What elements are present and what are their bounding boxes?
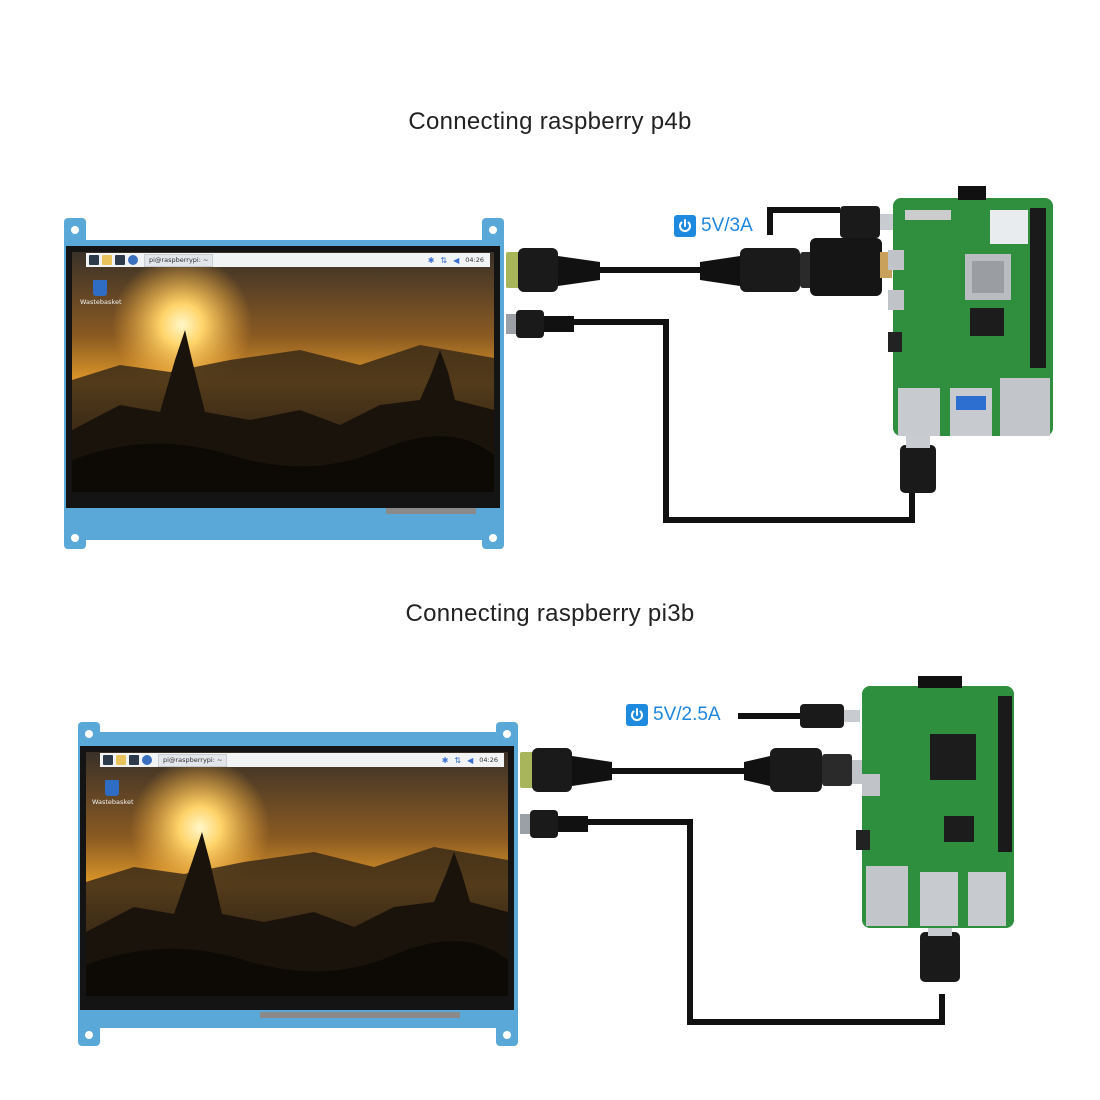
usb-port <box>898 388 940 436</box>
usb-port <box>920 872 958 926</box>
power-spec: 5V/3A <box>674 215 753 237</box>
power-cable <box>767 206 900 238</box>
sun <box>130 758 270 898</box>
taskbar-task[interactable]: pi@raspberrypi: ~ <box>144 253 214 267</box>
section-pi4b: Connecting raspberry p4b <box>64 108 1053 549</box>
hdmi-cable <box>506 238 892 296</box>
mount-tab <box>64 515 86 549</box>
hdmi-cable <box>520 748 872 792</box>
taskbar-clock: 04:26 <box>479 756 498 764</box>
mount-tab <box>78 1012 100 1046</box>
terminal-icon[interactable] <box>89 255 99 265</box>
network-arrows-icon[interactable]: ⇅ <box>454 755 462 765</box>
mount-tab <box>482 515 504 549</box>
audio-jack <box>888 332 902 352</box>
wastebasket-icon <box>105 780 119 796</box>
power-cable <box>738 704 860 728</box>
desktop-taskbar: pi@raspberrypi: ~ ✱ ⇅ ◀ 04:26 <box>100 753 504 767</box>
browser-globe-icon[interactable] <box>128 255 138 265</box>
ethernet-port <box>1000 378 1050 436</box>
usb-cable <box>506 310 936 523</box>
power-spec: 5V/2.5A <box>626 704 721 726</box>
terminal-icon[interactable] <box>129 755 139 765</box>
network-arrows-icon[interactable]: ⇅ <box>440 255 448 265</box>
desktop-taskbar: pi@raspberrypi: ~ ✱ ⇅ ◀ 04:26 <box>86 253 490 267</box>
micro-hdmi-port <box>888 290 904 310</box>
sun <box>112 255 252 395</box>
mount-tab <box>64 218 86 252</box>
taskbar-clock: 04:26 <box>465 256 484 264</box>
terminal-icon[interactable] <box>115 255 125 265</box>
power-spec-text: 5V/2.5A <box>653 704 721 725</box>
soc-chip <box>930 734 976 780</box>
volume-icon[interactable]: ◀ <box>453 255 460 265</box>
ethernet-port <box>866 866 908 926</box>
usb3-port <box>950 388 992 436</box>
connection-diagram <box>64 186 1053 549</box>
connection-diagram <box>78 676 1014 1046</box>
bluetooth-icon[interactable]: ✱ <box>441 755 449 765</box>
folder-icon[interactable] <box>116 755 126 765</box>
section-title: Connecting raspberry pi3b <box>405 600 695 627</box>
desktop-icon[interactable]: Wastebasket <box>92 780 134 806</box>
usb-port <box>968 872 1006 926</box>
hdmi-port <box>862 774 880 796</box>
power-icon <box>626 704 648 726</box>
raspberry-pi-3b-board <box>856 676 1014 928</box>
wastebasket-icon <box>93 280 107 296</box>
micro-hdmi-port <box>888 250 904 270</box>
mount-tab <box>496 1012 518 1046</box>
browser-globe-icon[interactable] <box>142 755 152 765</box>
power-spec-text: 5V/3A <box>701 215 753 236</box>
taskbar-task[interactable]: pi@raspberrypi: ~ <box>158 753 228 767</box>
bluetooth-icon[interactable]: ✱ <box>427 255 435 265</box>
section-title: Connecting raspberry p4b <box>408 108 692 135</box>
display-panel <box>78 722 518 1046</box>
power-icon <box>674 215 696 237</box>
raspberry-pi-4b-board <box>888 186 1053 436</box>
folder-icon[interactable] <box>102 255 112 265</box>
display-panel <box>64 218 504 549</box>
terminal-icon[interactable] <box>103 755 113 765</box>
audio-jack <box>856 830 870 850</box>
desktop-icon-label: Wastebasket <box>92 798 134 806</box>
desktop-icon[interactable]: Wastebasket <box>80 280 122 306</box>
mount-tab <box>482 218 504 252</box>
section-pi3b: Connecting raspberry pi3b <box>0 580 1100 1100</box>
volume-icon[interactable]: ◀ <box>467 755 474 765</box>
desktop-icon-label: Wastebasket <box>80 298 122 306</box>
